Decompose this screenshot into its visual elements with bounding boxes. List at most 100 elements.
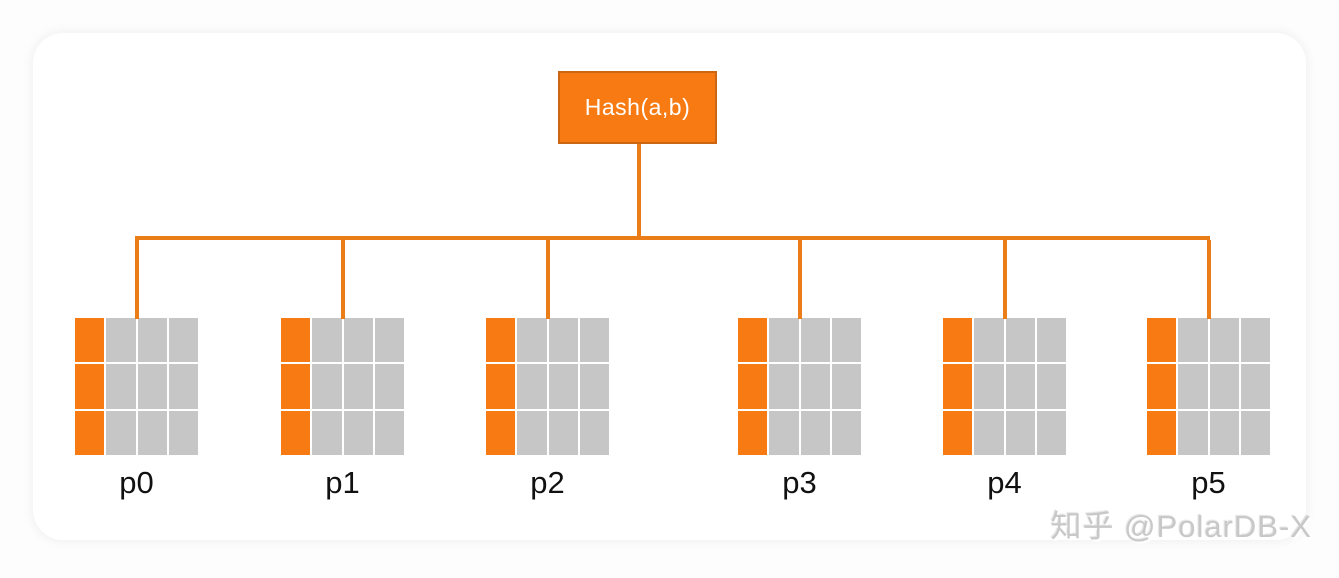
data-cell-p5-r1c2 bbox=[1209, 364, 1239, 409]
data-cell-p3-r0c2 bbox=[800, 318, 830, 363]
hash-key-cell-p4-r1c0 bbox=[943, 364, 973, 409]
partition-grid-p1 bbox=[281, 318, 404, 455]
partition-grid-p3 bbox=[738, 318, 861, 455]
data-cell-p3-r2c1 bbox=[769, 410, 799, 455]
data-cell-p4-r0c1 bbox=[974, 318, 1004, 363]
data-cell-p1-r1c3 bbox=[374, 364, 404, 409]
data-cell-p4-r1c3 bbox=[1036, 364, 1066, 409]
connector-drop-p2 bbox=[545, 240, 550, 319]
partition-label-p4: p4 bbox=[987, 465, 1022, 500]
data-cell-p1-r2c2 bbox=[343, 410, 373, 455]
data-cell-p4-r2c3 bbox=[1036, 410, 1066, 455]
hash-key-cell-p5-r0c0 bbox=[1147, 318, 1177, 363]
data-cell-p4-r0c2 bbox=[1005, 318, 1035, 363]
partition-label-p3: p3 bbox=[782, 465, 817, 500]
data-cell-p4-r1c2 bbox=[1005, 364, 1035, 409]
hash-key-cell-p0-r0c0 bbox=[75, 318, 105, 363]
data-cell-p0-r1c3 bbox=[168, 364, 198, 409]
data-cell-p2-r1c3 bbox=[579, 364, 609, 409]
connector-drop-p3 bbox=[797, 240, 802, 319]
data-cell-p2-r1c2 bbox=[548, 364, 578, 409]
hash-key-cell-p2-r2c0 bbox=[486, 410, 516, 455]
partition-p4: p4 bbox=[943, 240, 1066, 501]
data-cell-p2-r2c3 bbox=[579, 410, 609, 455]
partition-label-p0: p0 bbox=[119, 465, 154, 500]
watermark-text: 知乎 @PolarDB-X bbox=[1050, 509, 1312, 544]
hash-key-cell-p1-r1c0 bbox=[281, 364, 311, 409]
hash-key-cell-p2-r0c0 bbox=[486, 318, 516, 363]
data-cell-p3-r2c3 bbox=[831, 410, 861, 455]
data-cell-p0-r2c2 bbox=[137, 410, 167, 455]
hash-key-cell-p5-r2c0 bbox=[1147, 410, 1177, 455]
data-cell-p0-r1c2 bbox=[137, 364, 167, 409]
data-cell-p3-r1c1 bbox=[769, 364, 799, 409]
hash-key-cell-p2-r1c0 bbox=[486, 364, 516, 409]
data-cell-p5-r1c3 bbox=[1240, 364, 1270, 409]
data-cell-p5-r2c3 bbox=[1240, 410, 1270, 455]
data-cell-p1-r0c3 bbox=[374, 318, 404, 363]
hash-key-cell-p4-r2c0 bbox=[943, 410, 973, 455]
partition-grid-p5 bbox=[1147, 318, 1270, 455]
data-cell-p0-r2c3 bbox=[168, 410, 198, 455]
partition-label-p5: p5 bbox=[1191, 465, 1226, 500]
data-cell-p2-r0c2 bbox=[548, 318, 578, 363]
data-cell-p2-r1c1 bbox=[517, 364, 547, 409]
hash-key-cell-p0-r2c0 bbox=[75, 410, 105, 455]
hash-key-cell-p3-r0c0 bbox=[738, 318, 768, 363]
hash-key-cell-p3-r2c0 bbox=[738, 410, 768, 455]
partition-label-p2: p2 bbox=[530, 465, 565, 500]
hash-key-cell-p3-r1c0 bbox=[738, 364, 768, 409]
data-cell-p3-r0c1 bbox=[769, 318, 799, 363]
data-cell-p2-r0c3 bbox=[579, 318, 609, 363]
partition-p5: p5 bbox=[1147, 240, 1270, 501]
connector-root-vertical bbox=[637, 144, 641, 238]
data-cell-p5-r2c2 bbox=[1209, 410, 1239, 455]
partition-p2: p2 bbox=[486, 240, 609, 501]
hash-key-cell-p1-r0c0 bbox=[281, 318, 311, 363]
hash-key-cell-p1-r2c0 bbox=[281, 410, 311, 455]
data-cell-p1-r1c2 bbox=[343, 364, 373, 409]
data-cell-p3-r1c3 bbox=[831, 364, 861, 409]
data-cell-p5-r2c1 bbox=[1178, 410, 1208, 455]
connector-drop-p1 bbox=[340, 240, 345, 319]
data-cell-p2-r2c1 bbox=[517, 410, 547, 455]
connector-drop-p5 bbox=[1206, 240, 1211, 319]
data-cell-p2-r2c2 bbox=[548, 410, 578, 455]
partition-grid-p2 bbox=[486, 318, 609, 455]
data-cell-p3-r1c2 bbox=[800, 364, 830, 409]
data-cell-p5-r0c2 bbox=[1209, 318, 1239, 363]
data-cell-p4-r2c2 bbox=[1005, 410, 1035, 455]
data-cell-p4-r0c3 bbox=[1036, 318, 1066, 363]
data-cell-p1-r2c1 bbox=[312, 410, 342, 455]
partition-grid-p4 bbox=[943, 318, 1066, 455]
data-cell-p5-r0c1 bbox=[1178, 318, 1208, 363]
hash-key-cell-p0-r1c0 bbox=[75, 364, 105, 409]
hash-function-node: Hash(a,b) bbox=[558, 71, 717, 144]
connector-horizontal-bus bbox=[135, 236, 1210, 240]
data-cell-p4-r2c1 bbox=[974, 410, 1004, 455]
data-cell-p5-r1c1 bbox=[1178, 364, 1208, 409]
data-cell-p0-r0c3 bbox=[168, 318, 198, 363]
data-cell-p0-r0c2 bbox=[137, 318, 167, 363]
partition-p3: p3 bbox=[738, 240, 861, 501]
connector-drop-p4 bbox=[1002, 240, 1007, 319]
data-cell-p1-r0c2 bbox=[343, 318, 373, 363]
hash-key-cell-p4-r0c0 bbox=[943, 318, 973, 363]
data-cell-p1-r1c1 bbox=[312, 364, 342, 409]
data-cell-p0-r0c1 bbox=[106, 318, 136, 363]
data-cell-p5-r0c3 bbox=[1240, 318, 1270, 363]
data-cell-p2-r0c1 bbox=[517, 318, 547, 363]
partition-p1: p1 bbox=[281, 240, 404, 501]
data-cell-p4-r1c1 bbox=[974, 364, 1004, 409]
connector-drop-p0 bbox=[134, 240, 139, 319]
hash-key-cell-p5-r1c0 bbox=[1147, 364, 1177, 409]
partition-p0: p0 bbox=[75, 240, 198, 501]
data-cell-p3-r2c2 bbox=[800, 410, 830, 455]
data-cell-p3-r0c3 bbox=[831, 318, 861, 363]
partition-label-p1: p1 bbox=[325, 465, 360, 500]
data-cell-p0-r2c1 bbox=[106, 410, 136, 455]
partition-grid-p0 bbox=[75, 318, 198, 455]
data-cell-p1-r2c3 bbox=[374, 410, 404, 455]
data-cell-p0-r1c1 bbox=[106, 364, 136, 409]
